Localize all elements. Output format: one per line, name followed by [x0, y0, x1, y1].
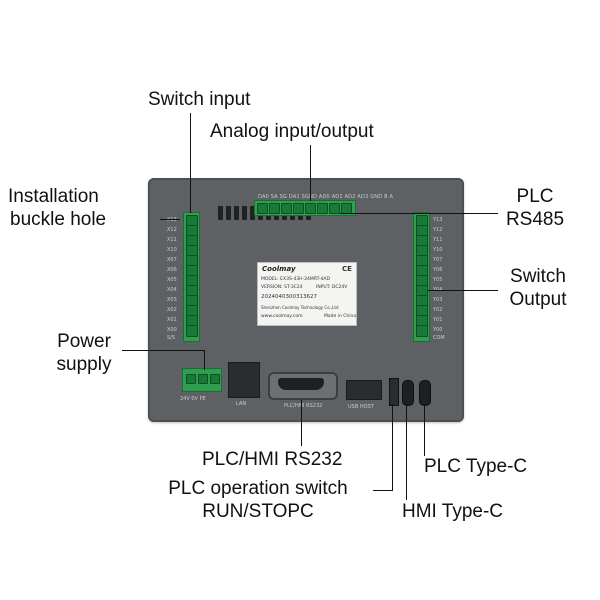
input-text: INPUT: DC24V: [316, 285, 348, 290]
power-supply-terminal[interactable]: [182, 368, 222, 392]
installation-label-line2: buckle hole: [10, 209, 107, 230]
plc-op-switch-label-line2: RUN/STOPC: [202, 501, 314, 522]
switch-output-label-line2: Output: [509, 289, 567, 310]
plc-hmi-rs232-label: PLC/HMI RS232: [202, 449, 343, 470]
top-terminal-silkscreen: DA0 SA SG DA1 SGND AD0 AD1 AD2 AD3 GND B…: [258, 194, 394, 200]
plc-typec-port[interactable]: [419, 380, 431, 406]
version-text: VERSION: ST-3C24: [261, 285, 303, 290]
rs232-silkscreen: PLC/HMI RS232: [284, 403, 323, 409]
hmi-typec-label: HMI Type-C: [402, 501, 504, 522]
plc-rs485-label-line1: PLC: [516, 186, 554, 207]
switch-output-label-line1: Switch: [510, 266, 566, 287]
ce-mark: CE: [342, 265, 352, 273]
hmi-typec-port[interactable]: [402, 380, 414, 406]
power-silkscreen: 24V 0V PE: [180, 396, 206, 402]
plc-rs485-label-line2: RS485: [505, 209, 565, 230]
installation-label-line1: Installation: [8, 186, 99, 207]
plc-typec-label: PLC Type-C: [424, 456, 528, 477]
company-text: Shenzhen Coolmay Technology Co.,Ltd: [261, 305, 339, 310]
nameplate-label: Coolmay CE MODEL: EX3S-43H-24MRT-4AD VER…: [257, 262, 357, 326]
plc-run-stop-switch[interactable]: [389, 378, 399, 406]
lan-port[interactable]: [228, 362, 260, 398]
model-text: MODEL: EX3S-43H-24MRT-4AD: [261, 277, 330, 282]
power-supply-label-line1: Power: [57, 331, 111, 352]
analog-rs485-terminal-block[interactable]: [254, 200, 356, 216]
usb-silkscreen: USB HOST: [348, 404, 374, 410]
rs232-db9-port[interactable]: [268, 372, 338, 400]
lan-silkscreen: LAN: [236, 401, 247, 407]
website-text: www.coolmay.com: [261, 314, 303, 319]
power-supply-label-line2: supply: [56, 354, 112, 375]
switch-output-terminal-block[interactable]: [413, 212, 430, 342]
usb-host-port[interactable]: [346, 380, 382, 400]
made-in-text: Made in China: [324, 314, 357, 319]
switch-input-terminal-block[interactable]: [183, 212, 200, 342]
analog-io-label: Analog input/output: [210, 121, 374, 142]
plc-op-switch-label-line1: PLC operation switch: [168, 478, 348, 499]
switch-input-label: Switch input: [148, 89, 251, 110]
serial-text: 2024040300313627: [261, 294, 317, 300]
brand-logo: Coolmay: [262, 265, 296, 273]
